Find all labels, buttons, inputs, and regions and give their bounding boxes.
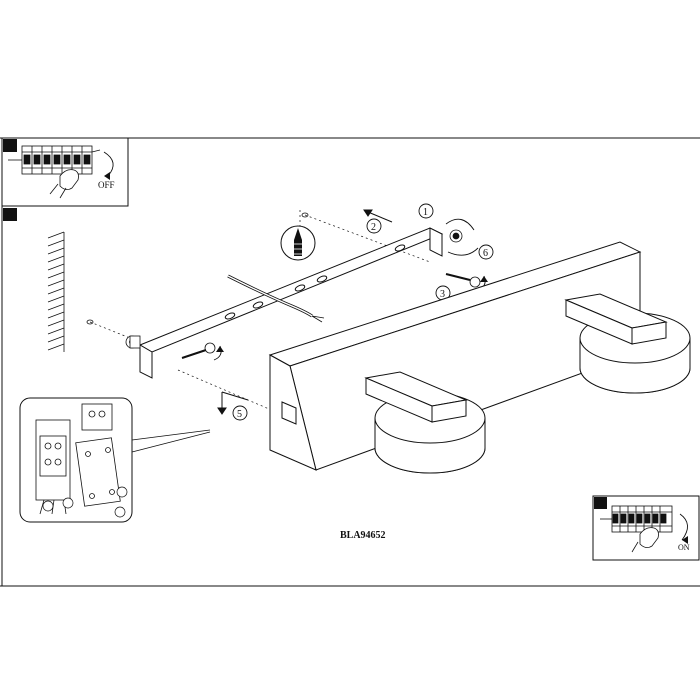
rotate-arrow-icon bbox=[679, 513, 688, 541]
callout-6: 6 bbox=[478, 244, 494, 260]
callout-2-label: 2 bbox=[371, 222, 376, 233]
breaker-switch-icon bbox=[8, 145, 101, 175]
panel-a: A OFF bbox=[1, 137, 129, 207]
step-a-badge bbox=[3, 139, 17, 152]
screw-icon bbox=[181, 229, 481, 359]
lamp-head-left bbox=[364, 371, 486, 474]
step-c-letter: C bbox=[597, 499, 604, 510]
callout-2: 2 bbox=[366, 218, 382, 234]
callout-5: 5 bbox=[232, 405, 248, 421]
wiring-inset bbox=[19, 397, 211, 523]
inset-callouts bbox=[42, 486, 128, 518]
model-code: BLA94652 bbox=[340, 530, 386, 541]
callout-1: 1 bbox=[418, 203, 434, 219]
direction-arrows bbox=[217, 209, 393, 415]
panel-c: C ON bbox=[592, 495, 700, 561]
callout-1-label: 1 bbox=[423, 207, 428, 218]
callout-6-label: 6 bbox=[483, 248, 488, 259]
lamp-head-right bbox=[564, 293, 691, 394]
wall-plug-icon bbox=[280, 225, 316, 261]
drill-hole-icon bbox=[86, 212, 309, 325]
step-c-switch-state: ON bbox=[678, 543, 690, 552]
mounting-bracket bbox=[138, 227, 444, 379]
panel-b: B bbox=[3, 203, 691, 523]
step-a-switch-state: OFF bbox=[98, 180, 115, 190]
callout-3-label: 3 bbox=[440, 289, 445, 300]
step-a-letter: A bbox=[6, 141, 14, 153]
step-b-letter: B bbox=[6, 210, 13, 222]
callout-5-label: 5 bbox=[237, 409, 242, 420]
bracket-bolt-icon bbox=[125, 335, 141, 349]
breaker-switch-icon bbox=[600, 505, 673, 533]
wall-hatch bbox=[47, 231, 65, 352]
hand-icon bbox=[631, 527, 659, 553]
hand-icon bbox=[49, 169, 79, 199]
terminal-block bbox=[35, 403, 121, 507]
step-c-badge bbox=[594, 497, 607, 509]
step-b-badge bbox=[3, 208, 17, 221]
